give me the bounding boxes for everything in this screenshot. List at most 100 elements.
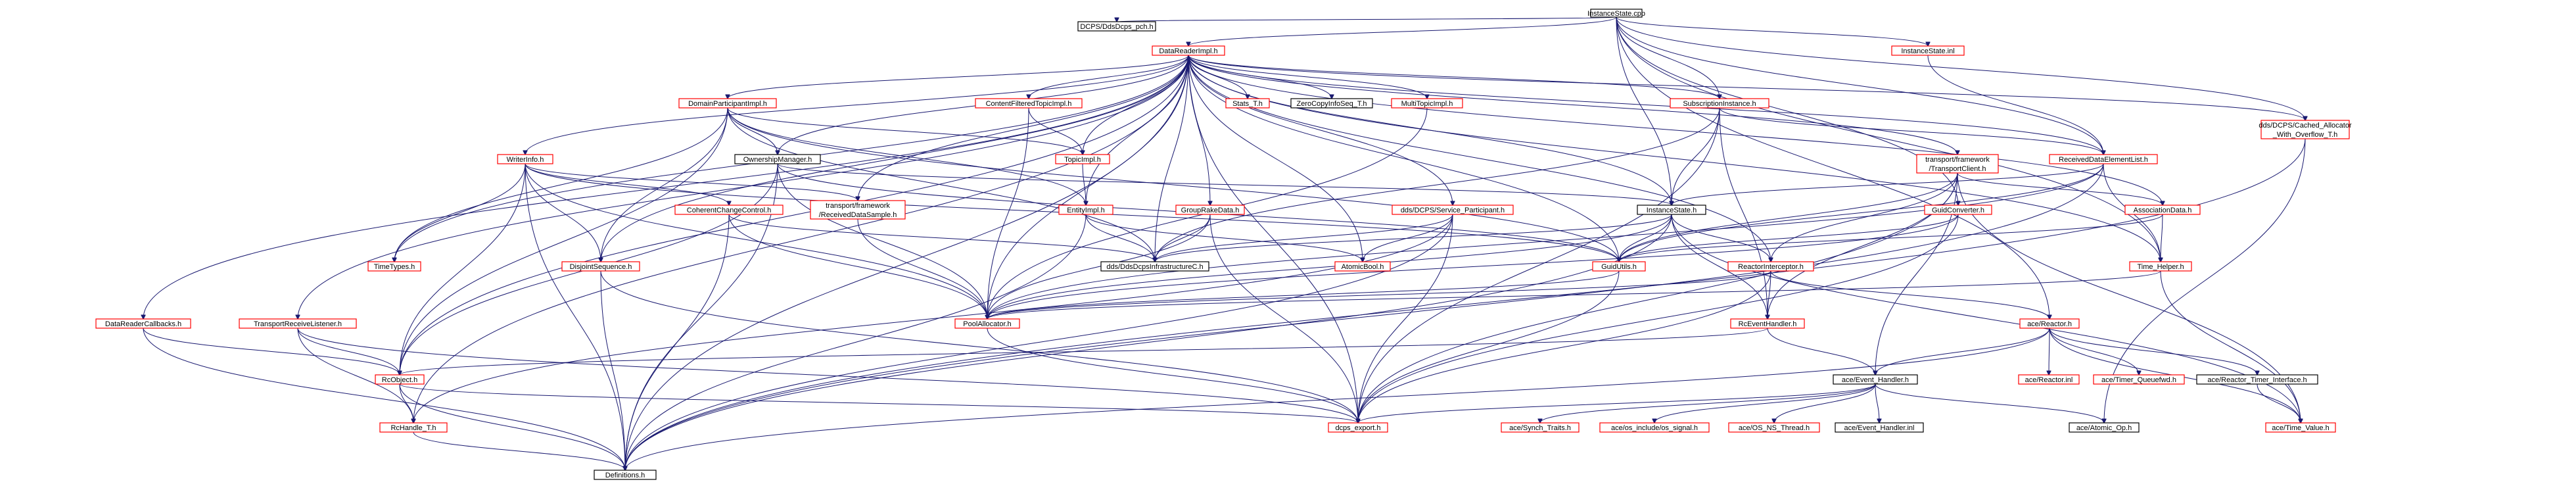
node-guidconverter[interactable]: GuidConverter.h (1924, 205, 1992, 215)
node-box (1637, 205, 1706, 215)
node-writerinfo[interactable]: WriterInfo.h (497, 154, 553, 164)
edge-service_participant-to-infrac (1155, 214, 1453, 262)
node-label: AssociationData.h (2134, 207, 2192, 214)
node-box (734, 154, 821, 164)
node-multitopic[interactable]: MultiTopicImpl.h (1391, 98, 1463, 109)
edge-datareader-to-disjoint (601, 55, 1189, 262)
node-timehelper[interactable]: Time_Helper.h (2129, 261, 2192, 272)
edge-writerinfo-to-definitions (525, 163, 625, 470)
node-box (2265, 422, 2336, 433)
node-ownership[interactable]: OwnershipManager.h (734, 154, 821, 164)
node-guidutils[interactable]: GuidUtils.h (1592, 261, 1646, 272)
edge-reactorinterceptor-to-acereactor (1770, 270, 2049, 319)
node-box (2196, 374, 2318, 385)
node-instancestate_inl[interactable]: InstanceState.inl (1891, 45, 1965, 56)
node-stats[interactable]: Stats_T.h (1225, 98, 1270, 109)
node-subinstance[interactable]: SubscriptionInstance.h (1670, 98, 1769, 109)
node-box (2049, 154, 2158, 164)
edge-entityimpl-to-infrac (1085, 214, 1155, 262)
node-osnsthread[interactable]: ace/OS_NS_Thread.h (1728, 422, 1820, 433)
node-instancestate_h[interactable]: InstanceState.h (1637, 205, 1706, 215)
node-coherent[interactable]: CoherentChangeControl.h (674, 205, 784, 215)
edge-cached_alloc-to-atomicop (2104, 138, 2306, 423)
node-dcps_pch[interactable]: DCPS/DdsDcps_pch.h (1077, 21, 1156, 32)
node-definitions[interactable]: Definitions.h (594, 470, 657, 480)
node-label: Definitions.h (605, 472, 645, 479)
node-root[interactable]: InstanceState.cpp (1587, 9, 1645, 18)
node-acereactor[interactable]: ace/Reactor.h (2019, 318, 2080, 329)
node-dpimpl[interactable]: DomainParticipantImpl.h (678, 98, 777, 109)
node-rcobject[interactable]: RcObject.h (375, 374, 425, 385)
node-timetypes[interactable]: TimeTypes.h (367, 261, 421, 272)
node-box (1392, 205, 1514, 215)
edge-topicimpl-to-entityimpl (1082, 163, 1086, 205)
node-zerocopy[interactable]: ZeroCopyInfoSeq_T.h (1290, 98, 1373, 109)
node-label: dds/DdsDcpsInfrastructureC.h (1106, 263, 1203, 271)
edge-datareader-to-topicimpl (1083, 55, 1189, 155)
node-box (678, 98, 777, 109)
node-box (674, 205, 784, 215)
node-datareader[interactable]: DataReaderImpl.h (1152, 45, 1225, 56)
node-label: ace/Event_Handler.h (1842, 376, 1909, 384)
node-rcevent[interactable]: RcEventHandler.h (1730, 318, 1805, 329)
edge-disjoint-to-dcps_export (600, 270, 1358, 423)
edge-poolalloc-to-dcps_export (987, 328, 1358, 423)
node-service_participant[interactable]: dds/DCPS/Service_Participant.h (1392, 205, 1514, 215)
node-reactorinterceptor[interactable]: ReactorInterceptor.h (1727, 261, 1814, 272)
edge-rcobject-to-definitions (399, 383, 625, 470)
node-aceeventhandler[interactable]: ace/Event_Handler.h (1833, 374, 1918, 385)
edge-datareader-to-reactorinterceptor (1188, 55, 1771, 262)
node-drcallbacks[interactable]: DataReaderCallbacks.h (95, 318, 191, 329)
node-label: ace/Reactor.h (2027, 320, 2072, 328)
node-cftimpl[interactable]: ContentFilteredTopicImpl.h (975, 98, 1083, 109)
node-rdelist[interactable]: ReceivedDataElementList.h (2049, 154, 2158, 164)
node-box (1835, 422, 1924, 433)
edge-datareader-to-drcallbacks (143, 55, 1189, 319)
edge-datareader-to-rdelist (1188, 55, 2103, 155)
edge-rcobject-to-rchandle (399, 383, 413, 423)
node-assocdata[interactable]: AssociationData.h (2124, 205, 2201, 215)
node-synchtraits[interactable]: ace/Synch_Traits.h (1501, 422, 1580, 433)
edge-trlistener-to-rcobject (297, 328, 400, 375)
node-poolalloc[interactable]: PoolAllocator.h (954, 318, 1020, 329)
edge-datareader-to-rchandle (413, 55, 1189, 423)
node-box (2124, 205, 2201, 215)
node-osinclude[interactable]: ace/os_include/os_signal.h (1599, 422, 1710, 433)
node-label: ace/Synch_Traits.h (1509, 424, 1571, 432)
node-atomicop[interactable]: ace/Atomic_Op.h (2069, 422, 2140, 433)
edge-drcallbacks-to-rcobject (143, 328, 400, 375)
node-label: ace/Time_Value.h (2272, 424, 2329, 432)
node-acereactor_inl[interactable]: ace/Reactor.inl (2018, 374, 2080, 385)
edge-dpimpl-to-topicimpl (727, 107, 1083, 155)
node-topicimpl[interactable]: TopicImpl.h (1055, 154, 1110, 164)
edge-entityimpl-to-atomicbool (1085, 214, 1363, 262)
node-trlistener[interactable]: TransportReceiveListener.h (239, 318, 357, 329)
edge-datareader-to-timehelper (1188, 55, 2161, 262)
node-rds[interactable]: transport/framework/ReceivedDataSample.h (810, 200, 906, 220)
edge-datareader-to-service_participant (1188, 55, 1453, 205)
node-acetimerq[interactable]: ace/Timer_Queuefwd.h (2093, 374, 2185, 385)
edge-datareader-to-assocdata (1188, 55, 2163, 205)
node-acertimer[interactable]: ace/Reactor_Timer_Interface.h (2196, 374, 2318, 385)
edge-datareader-to-writerinfo (525, 55, 1189, 155)
node-box (1924, 205, 1992, 215)
node-groupdata[interactable]: GroupRakeData.h (1175, 205, 1245, 215)
node-infrac[interactable]: dds/DdsDcpsInfrastructureC.h (1100, 261, 1209, 272)
node-cached_alloc[interactable]: dds/DCPS/Cached_Allocator_With_Overflow_… (2259, 120, 2352, 139)
node-tfclient[interactable]: transport/framework/TransportClient.h (1916, 154, 1999, 174)
edge-datareader-to-subinstance (1188, 55, 1720, 99)
node-box (239, 318, 357, 329)
node-timevalue[interactable]: ace/Time_Value.h (2265, 422, 2336, 433)
node-label: SubscriptionInstance.h (1683, 100, 1756, 108)
node-eventhandler_inl[interactable]: ace/Event_Handler.inl (1835, 422, 1924, 433)
node-rchandle[interactable]: RcHandle_T.h (379, 422, 448, 433)
node-entityimpl[interactable]: EntityImpl.h (1058, 205, 1113, 215)
edge-rdelist-to-poolalloc (987, 163, 2104, 319)
edge-acereactor-to-acertimer (2049, 328, 2257, 375)
node-dcps_export[interactable]: dcps_export.h (1328, 422, 1388, 433)
edge-service_participant-to-definitions (625, 214, 1453, 470)
node-label: InstanceState.cpp (1587, 10, 1645, 18)
node-atomicbool[interactable]: AtomicBool.h (1334, 261, 1391, 272)
node-disjoint[interactable]: DisjointSequence.h (561, 261, 640, 272)
